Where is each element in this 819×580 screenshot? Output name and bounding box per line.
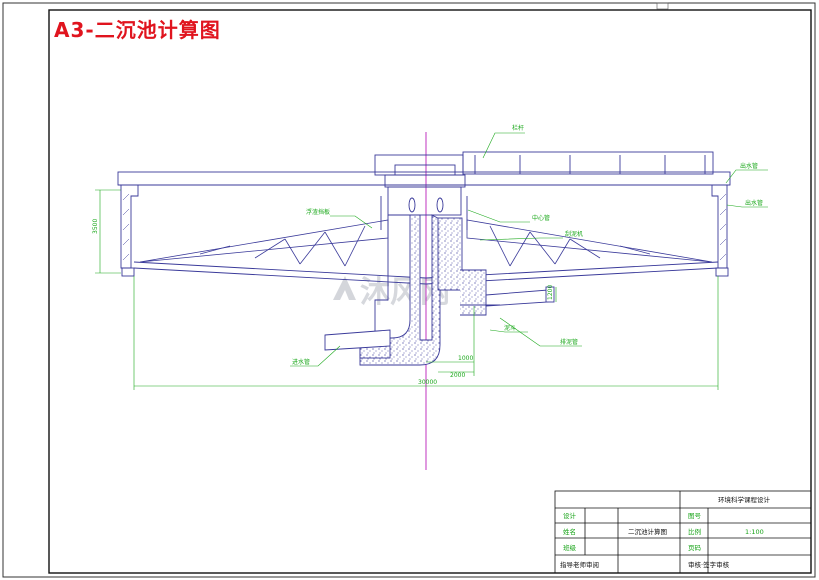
drawing-name: 二沉池计算图	[628, 527, 667, 536]
hopper-depth-dimension: 1000	[458, 355, 473, 362]
dimension-lines	[95, 189, 719, 390]
frame-marker	[656, 2, 669, 10]
hopper-width-dimension: 2000	[450, 372, 465, 379]
center-pipe-label: 中心管	[532, 214, 550, 222]
project-name: 环境科学课程设计	[718, 495, 771, 504]
class-label: 班级	[563, 543, 577, 552]
railing-label: 栏杆	[512, 124, 524, 132]
pipe-offset-dimension: 1200	[547, 285, 554, 300]
scum-baffle-label: 浮渣挡板	[306, 208, 330, 216]
diameter-dimension: 30000	[418, 379, 437, 386]
pipes	[324, 286, 555, 351]
leader-lines	[290, 132, 768, 367]
inner-frame	[48, 9, 812, 574]
scale-label: 比例	[688, 527, 701, 536]
tank-outline	[117, 171, 731, 285]
name-label: 姓名	[563, 527, 576, 536]
inlet-pipe-label: 进水管	[292, 358, 310, 366]
scale-value: 1:100	[745, 528, 764, 536]
scraper-label: 刮泥机	[565, 230, 583, 238]
page-label: 页码	[688, 544, 702, 552]
wall-hatching	[122, 193, 727, 261]
outlet-pipe-label: 出水管	[745, 199, 763, 207]
watermark-logo-icon	[333, 276, 356, 300]
depth-dimension: 3500	[92, 219, 99, 234]
title-block	[554, 490, 812, 574]
review-label: 审核·签字审核	[688, 560, 730, 569]
bridge-railing	[374, 151, 714, 188]
sludge-hopper-label: 泥斗	[504, 324, 516, 332]
sheet-title: A3-二沉池计算图	[54, 18, 221, 42]
designer-label: 设计	[563, 511, 577, 520]
sludge-pipe-label: 排泥管	[560, 338, 578, 346]
outlet-weir-label: 出水管	[740, 162, 758, 170]
advisor-review-label: 指导老师审阅	[560, 560, 599, 569]
drawing-number-label: 图号	[688, 512, 702, 520]
